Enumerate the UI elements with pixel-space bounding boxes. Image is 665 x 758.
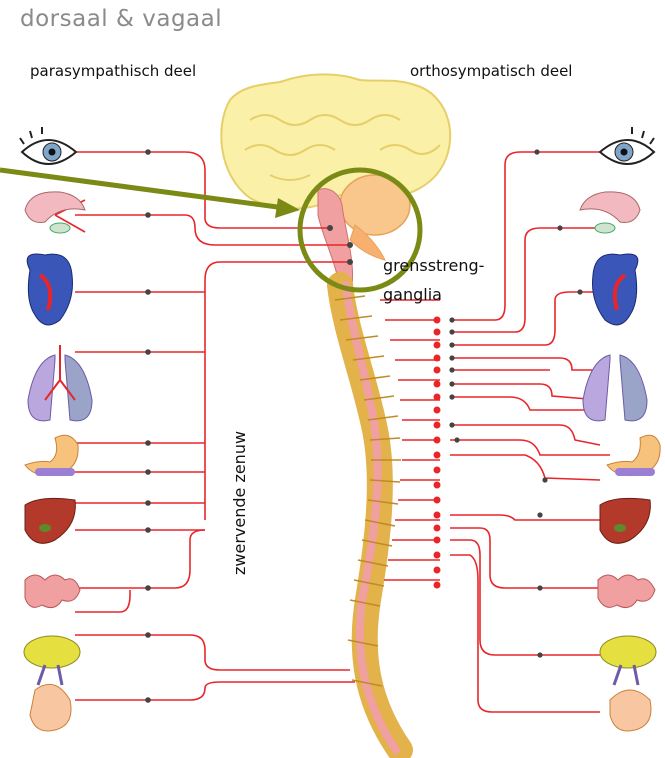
vagus-nerve-label: zwervende zenuw: [230, 431, 249, 575]
bladder-icon: [600, 636, 656, 685]
genitals-icon: [30, 684, 71, 731]
liver-icon: [25, 498, 75, 543]
parasympathetic-ganglia: [145, 149, 353, 703]
eye-icon: [600, 127, 654, 164]
intestine-icon: [25, 575, 80, 608]
trunk-label-2: ganglia: [383, 285, 442, 304]
liver-icon: [600, 498, 650, 543]
lung-icon: [28, 345, 92, 421]
spinal-column: [335, 285, 401, 750]
heart-icon: [27, 254, 72, 325]
lung-icon: [583, 355, 647, 421]
heart-icon: [593, 254, 638, 325]
sympathetic-ganglia: [434, 149, 583, 657]
genitals-icon: [610, 690, 651, 731]
trunk-label-1: grensstreng-: [383, 256, 484, 275]
bladder-icon: [24, 636, 80, 685]
eye-icon: [20, 127, 76, 164]
stomach-icon: [25, 435, 78, 476]
stomach-icon: [607, 435, 660, 476]
salivary-gland-icon: [580, 192, 640, 233]
sympathetic-nerves: [380, 152, 610, 712]
parasympathetic-nerves: [55, 152, 355, 700]
intestine-icon: [598, 575, 655, 608]
